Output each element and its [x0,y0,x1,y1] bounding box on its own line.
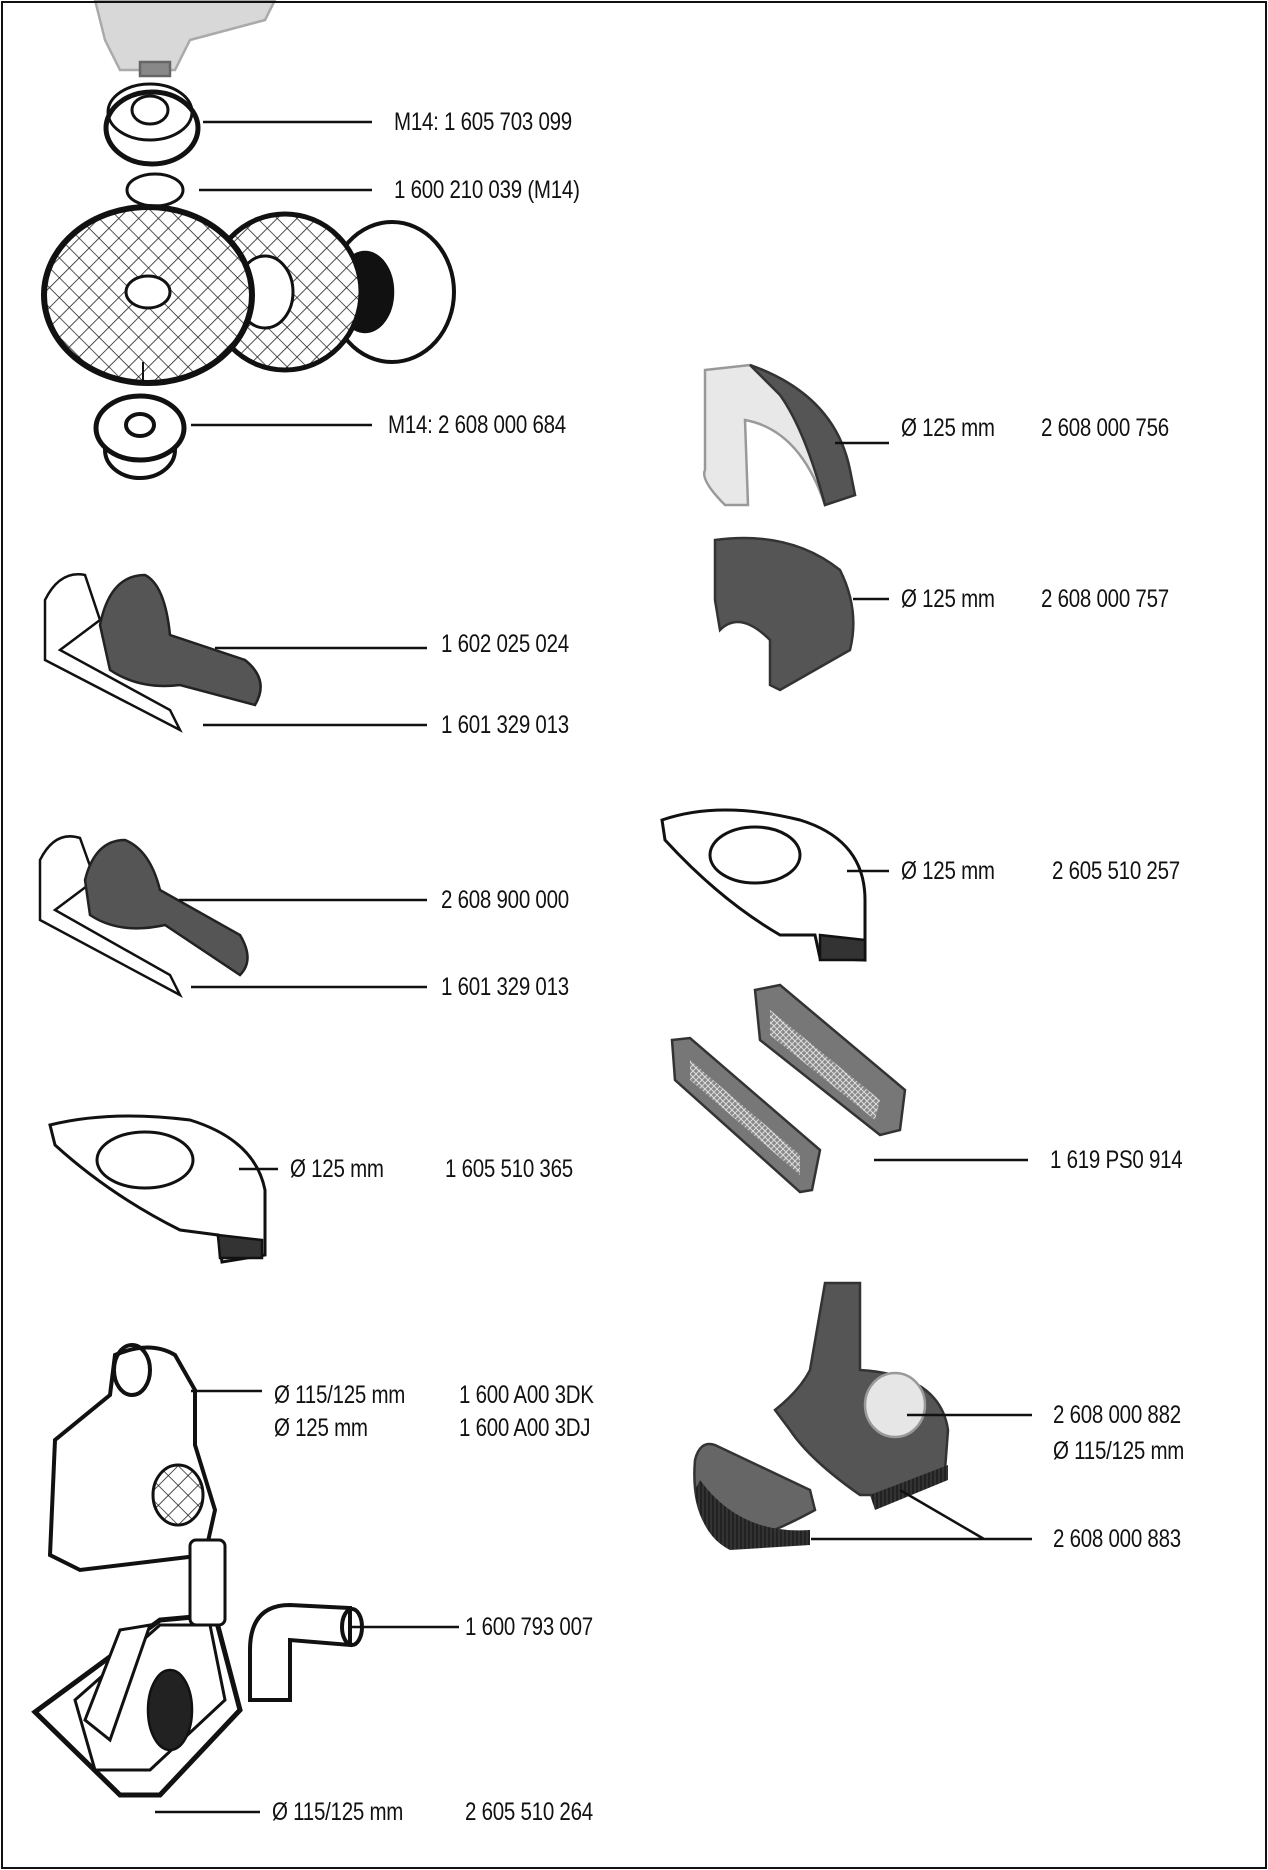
part-number-guard-365: 1 605 510 365 [445,1155,573,1183]
diameter-extraction-guard: Ø 115/125 mm [1053,1437,1185,1465]
part-number-hood-3dj: 1 600 A00 3DJ [459,1414,591,1442]
diameter-hood-3dj: Ø 125 mm [274,1414,368,1442]
part-number-o-ring: 1 600 210 039 (M14) [394,176,580,204]
diameter-hood-3dk: Ø 115/125 mm [274,1381,406,1409]
o-ring-illustration [125,172,185,208]
part-number-suction-adapter: 1 600 793 007 [465,1613,593,1641]
quick-clamp-nut-illustration [93,393,187,480]
diameter-guard-757: Ø 125 mm [901,585,995,613]
guard-757-illustration [713,536,855,692]
part-number-guard-756: 2 608 000 756 [1041,414,1169,442]
part-number-guard-757: 2 608 000 757 [1041,585,1169,613]
suction-adapter-illustration [248,1602,364,1702]
part-number-hand-guard-1: 1 601 329 013 [441,711,569,739]
grinder-head-illustration [93,0,277,78]
diameter-cutting-guide: Ø 115/125 mm [272,1798,404,1826]
diameter-guard-756: Ø 125 mm [901,414,995,442]
part-number-aux-handle-2: 2 608 900 000 [441,886,569,914]
part-number-guard-257: 2 605 510 257 [1052,857,1180,885]
part-number-aux-handle-1: 1 602 025 024 [441,630,569,658]
part-number-hand-guard-2: 1 601 329 013 [441,973,569,1001]
diameter-guard-257: Ø 125 mm [901,857,995,885]
grinding-discs-illustration [41,204,456,386]
part-number-hood-3dk: 1 600 A00 3DK [459,1381,594,1409]
aux-handle-1-illustration [43,573,262,733]
part-number-clamping-flange: M14: 1 605 703 099 [394,108,572,136]
leader-line [811,1488,1032,1541]
diameter-guard-365: Ø 125 mm [290,1155,384,1183]
dust-filter-illustration [670,983,907,1194]
aux-handle-2-illustration [38,835,249,998]
cutting-guide-illustration [31,1538,243,1798]
leader-lines [155,120,1032,1814]
part-number-quick-clamp-nut: M14: 2 608 000 684 [388,411,566,439]
part-number-cutting-guide: 2 605 510 264 [465,1798,593,1826]
part-number-extraction-guard: 2 608 000 882 [1053,1401,1181,1429]
guard-257-illustration [660,808,867,962]
part-number-filter: 1 619 PS0 914 [1050,1146,1183,1174]
clamping-flange-illustration [103,82,201,167]
part-number-brush-ring: 2 608 000 883 [1053,1525,1181,1553]
guard-365-illustration [48,1114,267,1264]
extraction-guard-882-illustration [693,1281,950,1550]
extraction-hood-illustration [47,1343,218,1573]
guard-756-illustration [702,363,857,507]
